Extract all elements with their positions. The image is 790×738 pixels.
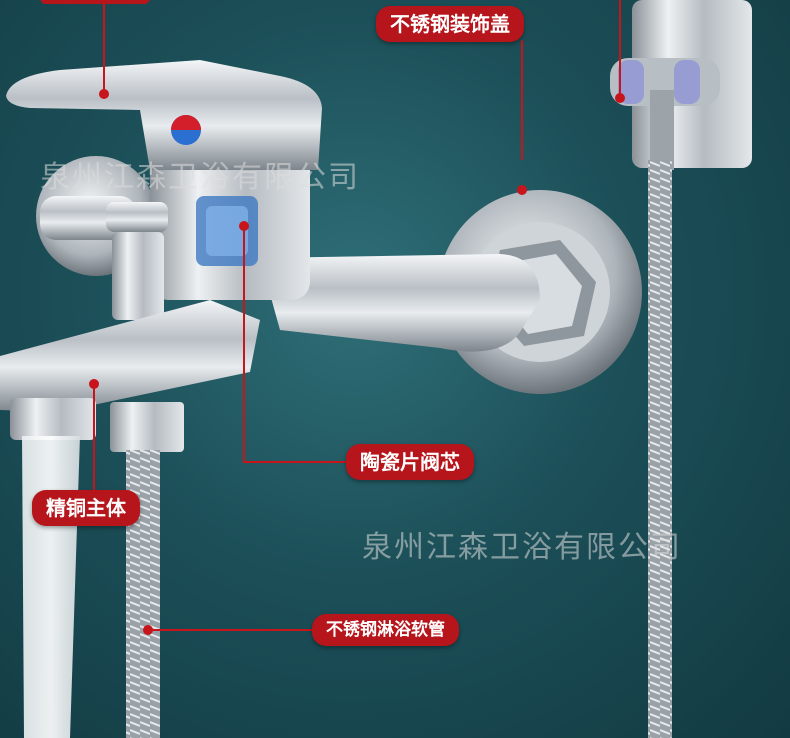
vertical-hose [648, 160, 672, 738]
right-arm [260, 254, 540, 352]
callout-brass-body: 精铜主体 [32, 490, 140, 526]
hose-connector [110, 402, 184, 452]
callout-shower-hose: 不锈钢淋浴软管 [312, 614, 459, 646]
cropped-label [40, 0, 150, 4]
leader-lines [93, 0, 621, 631]
spout [0, 300, 260, 412]
watermark-top: 泉州江森卫浴有限公司 [40, 160, 360, 195]
lever-handle [6, 60, 322, 170]
spout-outlet [10, 398, 96, 440]
watermark-bottom: 泉州江森卫浴有限公司 [362, 530, 682, 565]
shower-holder [610, 0, 752, 170]
callout-decorative-cover: 不锈钢装饰盖 [376, 6, 524, 42]
faucet-body [150, 150, 310, 300]
water-stream [22, 436, 80, 738]
callout-ceramic-cartridge: 陶瓷片阀芯 [346, 444, 474, 480]
leader-dots [89, 89, 625, 635]
diverter-knob [106, 202, 168, 320]
